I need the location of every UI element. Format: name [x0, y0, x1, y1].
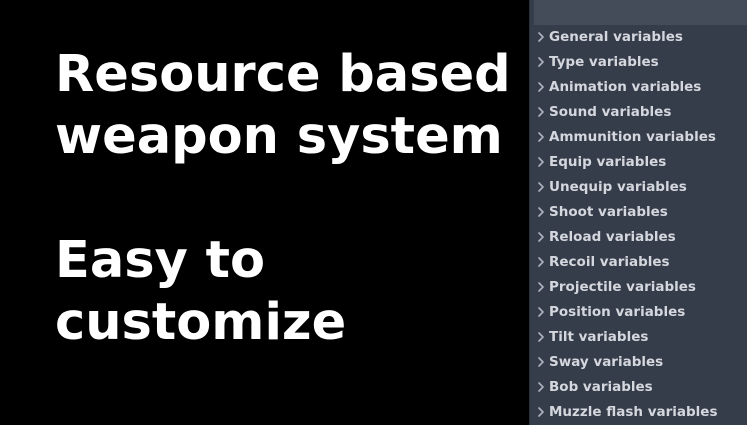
inspector-group-row[interactable]: Sound variables: [530, 100, 747, 125]
chevron-right-icon: [537, 82, 545, 92]
promo-line-3: Easy to: [55, 231, 266, 290]
inspector-group-label: Equip variables: [549, 154, 667, 170]
promo-line-2: weapon system: [55, 107, 503, 166]
inspector-group-label: Sound variables: [549, 104, 672, 120]
inspector-group-row[interactable]: Bob variables: [530, 375, 747, 400]
inspector-group-label: General variables: [549, 29, 683, 45]
inspector-group-row[interactable]: Animation variables: [530, 75, 747, 100]
inspector-group-row[interactable]: Type variables: [530, 50, 747, 75]
inspector-group-label: Animation variables: [549, 79, 702, 95]
inspector-group-row[interactable]: General variables: [530, 25, 747, 50]
inspector-topbar[interactable]: [534, 0, 747, 25]
inspector-group-label: Type variables: [549, 54, 659, 70]
promo-spacer: [55, 168, 525, 230]
chevron-right-icon: [537, 207, 545, 217]
inspector-group-row[interactable]: Equip variables: [530, 150, 747, 175]
inspector-group-row[interactable]: Reload variables: [530, 225, 747, 250]
promo-line-1: Resource based: [55, 45, 511, 104]
inspector-group-row[interactable]: Projectile variables: [530, 275, 747, 300]
inspector-group-row[interactable]: Tilt variables: [530, 325, 747, 350]
inspector-group-label: Projectile variables: [549, 279, 696, 295]
inspector-group-label: Bob variables: [549, 379, 653, 395]
chevron-right-icon: [537, 232, 545, 242]
chevron-right-icon: [537, 132, 545, 142]
inspector-group-label: Unequip variables: [549, 179, 687, 195]
inspector-group-label: Sway variables: [549, 354, 664, 370]
chevron-right-icon: [537, 307, 545, 317]
chevron-right-icon: [537, 182, 545, 192]
chevron-right-icon: [537, 57, 545, 67]
chevron-right-icon: [537, 32, 545, 42]
inspector-group-row[interactable]: Muzzle flash variables: [530, 400, 747, 425]
inspector-group-row[interactable]: Position variables: [530, 300, 747, 325]
inspector-group-row[interactable]: Unequip variables: [530, 175, 747, 200]
chevron-right-icon: [537, 357, 545, 367]
chevron-right-icon: [537, 382, 545, 392]
inspector-group-label: Recoil variables: [549, 254, 670, 270]
inspector-group-label: Shoot variables: [549, 204, 668, 220]
inspector-group-label: Position variables: [549, 304, 686, 320]
inspector-group-row[interactable]: Sway variables: [530, 350, 747, 375]
inspector-group-label: Ammunition variables: [549, 129, 716, 145]
chevron-right-icon: [537, 407, 545, 417]
chevron-right-icon: [537, 332, 545, 342]
inspector-group-row[interactable]: Shoot variables: [530, 200, 747, 225]
chevron-right-icon: [537, 257, 545, 267]
chevron-right-icon: [537, 157, 545, 167]
promo-line-4: customize: [55, 293, 347, 352]
inspector-group-label: Reload variables: [549, 229, 676, 245]
inspector-group-row[interactable]: Ammunition variables: [530, 125, 747, 150]
inspector-group-row[interactable]: Recoil variables: [530, 250, 747, 275]
inspector-group-label: Tilt variables: [549, 329, 649, 345]
chevron-right-icon: [537, 107, 545, 117]
inspector-group-label: Muzzle flash variables: [549, 404, 718, 420]
promo-text: Resource based weapon system Easy to cus…: [55, 44, 525, 354]
chevron-right-icon: [537, 282, 545, 292]
